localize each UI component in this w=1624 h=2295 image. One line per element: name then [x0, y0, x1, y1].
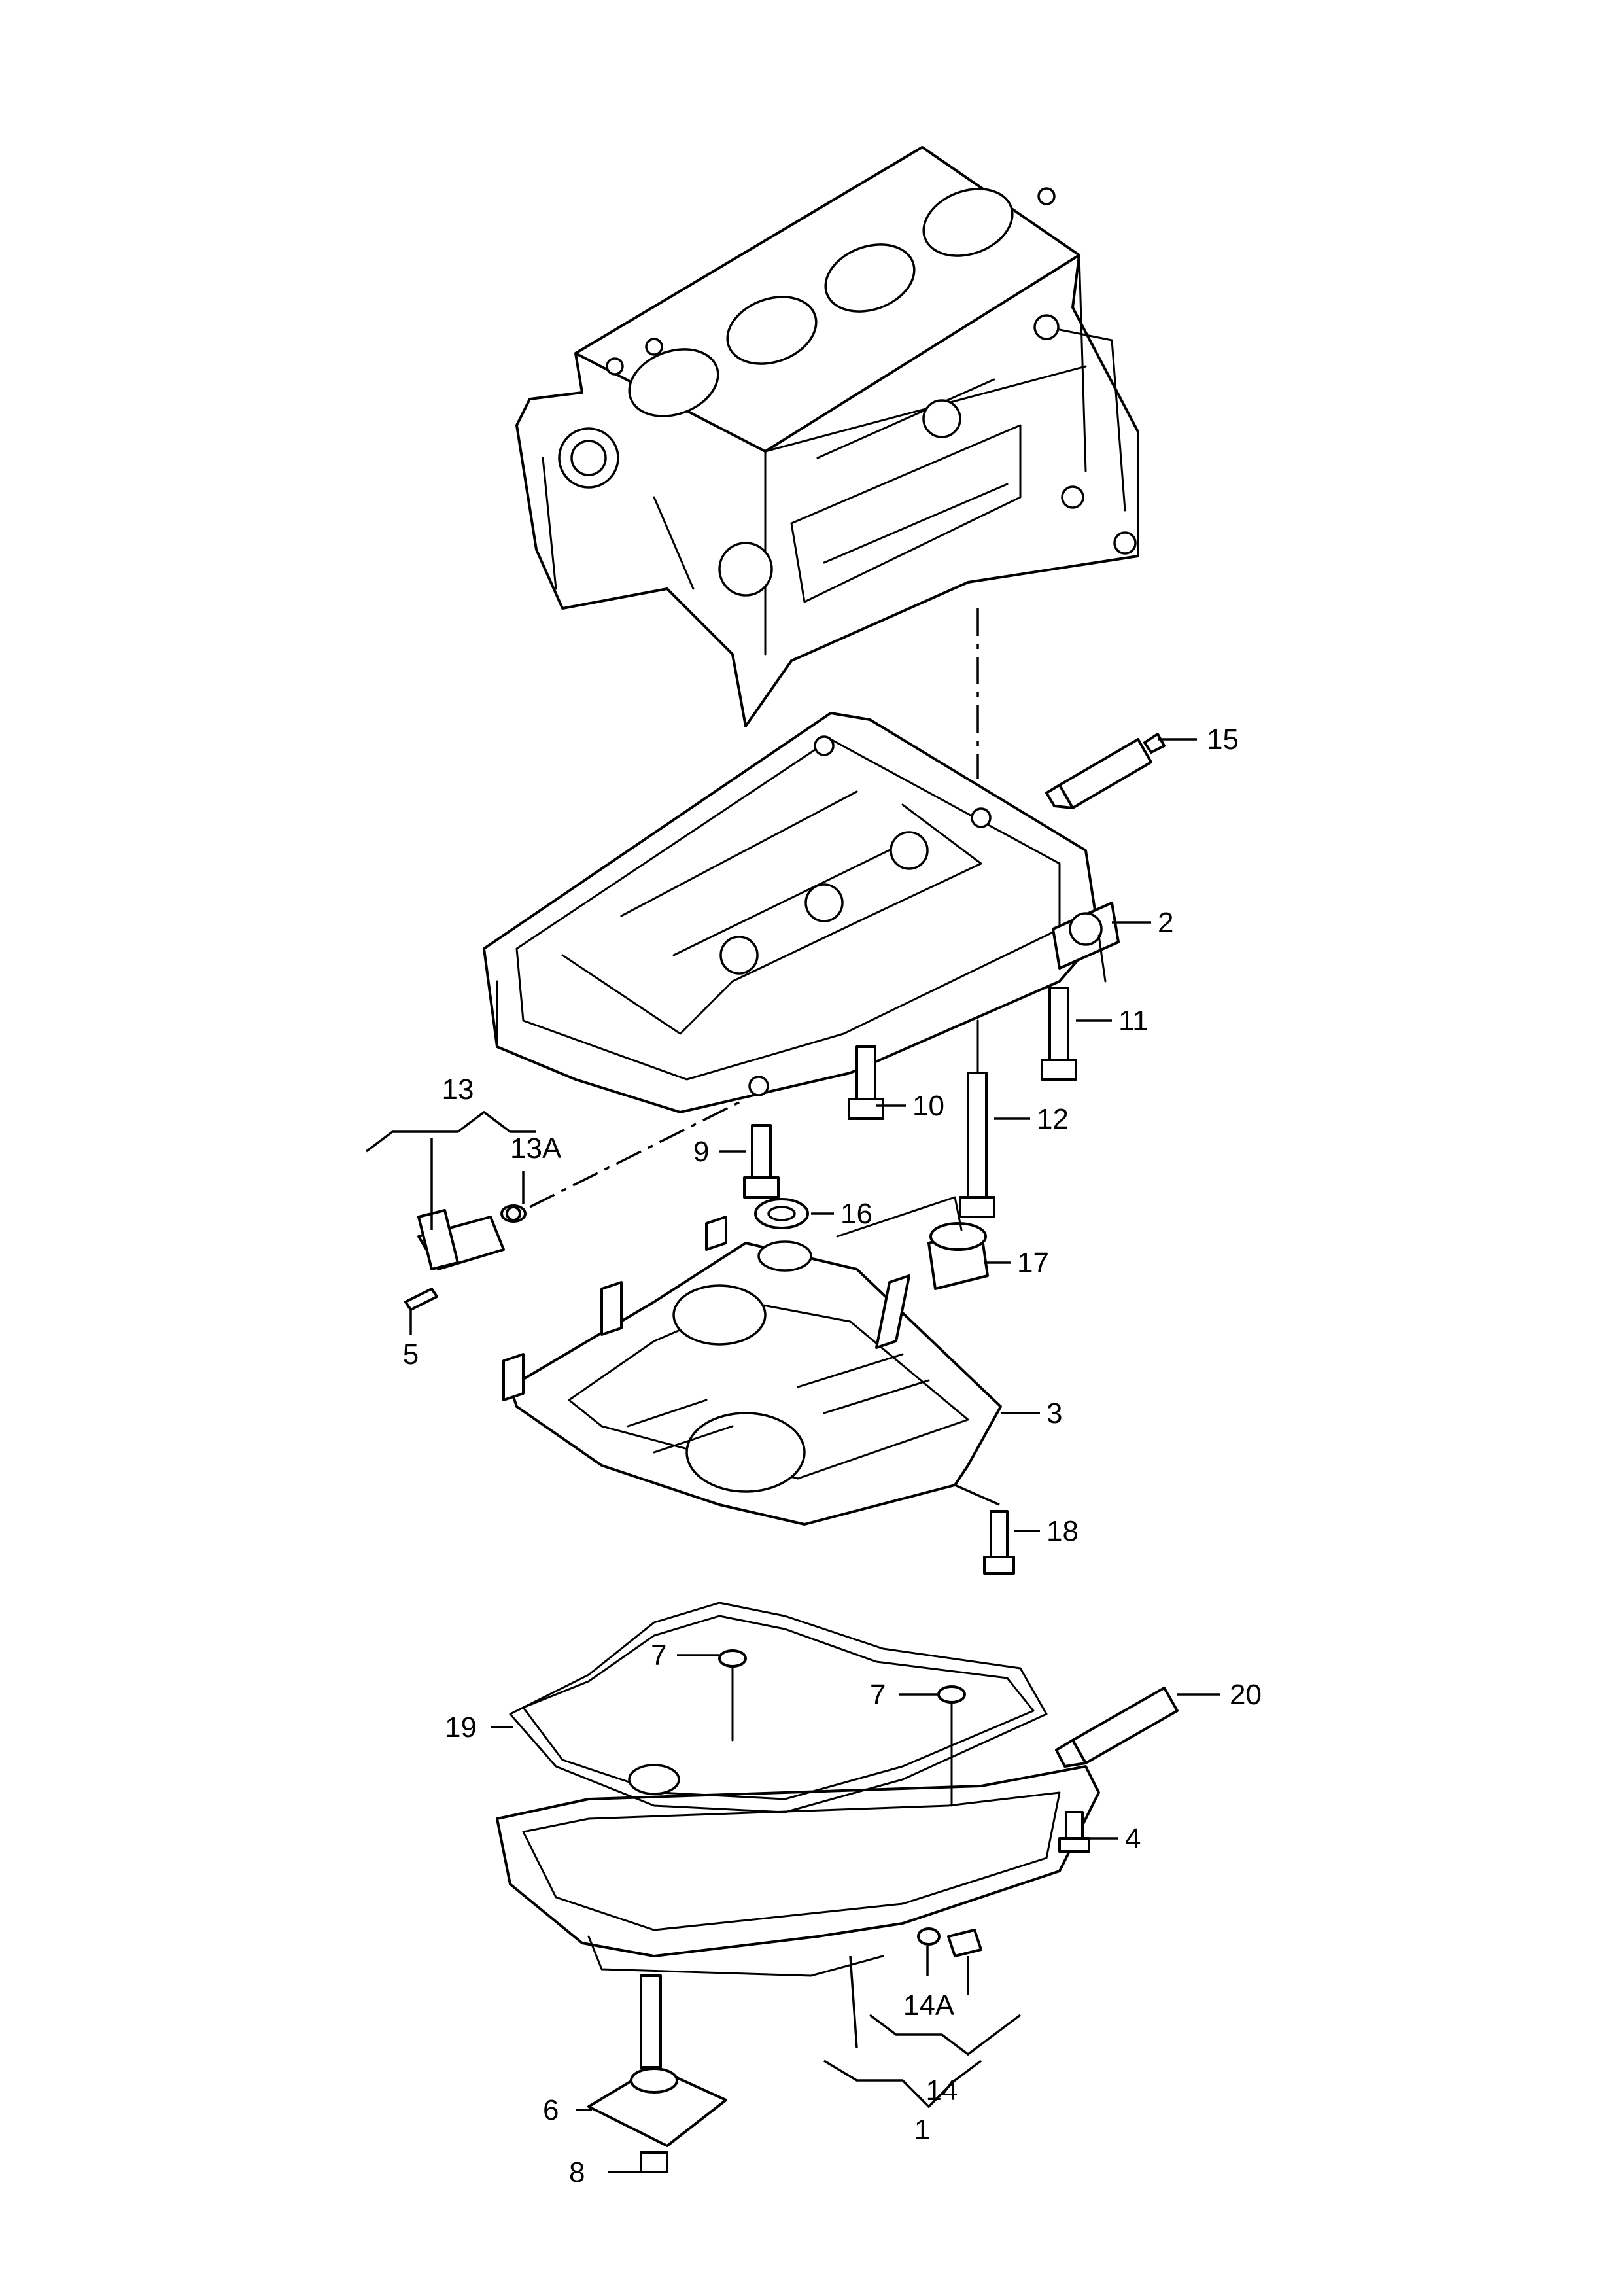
callout-10: 10	[912, 1090, 944, 1122]
callout-8: 8	[569, 2156, 585, 2188]
callout-20: 20	[1230, 1679, 1262, 1711]
callout-18: 18	[1046, 1515, 1079, 1547]
callout-14: 14	[926, 2075, 958, 2107]
callout-14a: 14A	[903, 1989, 955, 2022]
callout-7b: 7	[870, 1679, 886, 1711]
oil-ring-16	[754, 1198, 834, 1229]
callout-6: 6	[543, 2094, 559, 2126]
callout-13: 13	[442, 1074, 474, 1106]
bolt-18	[954, 1484, 1015, 1575]
callout-9: 9	[693, 1136, 709, 1168]
gasket-19	[491, 1602, 1048, 1813]
sealant-tube-15	[1045, 733, 1197, 809]
callout-4: 4	[1125, 1823, 1141, 1855]
callout-5: 5	[403, 1339, 419, 1371]
callout-17: 17	[1017, 1247, 1049, 1279]
callout-15: 15	[1207, 724, 1239, 756]
callout-12: 12	[1037, 1103, 1069, 1135]
pan-bracket	[823, 1955, 982, 2109]
callout-2: 2	[1158, 907, 1173, 939]
baffle-plate	[502, 1216, 1002, 1526]
callout-labels: 1 2 3 4 5 6 7 7 8 9 10 11 12 13 13A 14 1…	[403, 724, 1262, 2188]
drain-plug-14	[869, 1927, 1022, 2056]
callout-11: 11	[1118, 1005, 1149, 1037]
oil-level-sensor-6	[576, 1974, 727, 2173]
bolts-frame	[743, 987, 1077, 1218]
callout-16: 16	[840, 1198, 872, 1230]
callout-13a: 13A	[510, 1132, 562, 1165]
ladder-frame	[483, 712, 1120, 1113]
bolt-4	[1058, 1811, 1118, 1853]
cap-17	[836, 1196, 1011, 1290]
oil-pan	[496, 1765, 1100, 1977]
seal-rings-7	[677, 1649, 966, 1807]
control-valve-13	[365, 1098, 746, 1311]
callout-7a: 7	[651, 1639, 666, 1672]
callout-3: 3	[1046, 1397, 1062, 1429]
sealant-tube-20	[1055, 1687, 1220, 1768]
callout-19: 19	[445, 1711, 477, 1743]
callout-1: 1	[914, 2114, 930, 2146]
engine-block	[515, 146, 1139, 727]
